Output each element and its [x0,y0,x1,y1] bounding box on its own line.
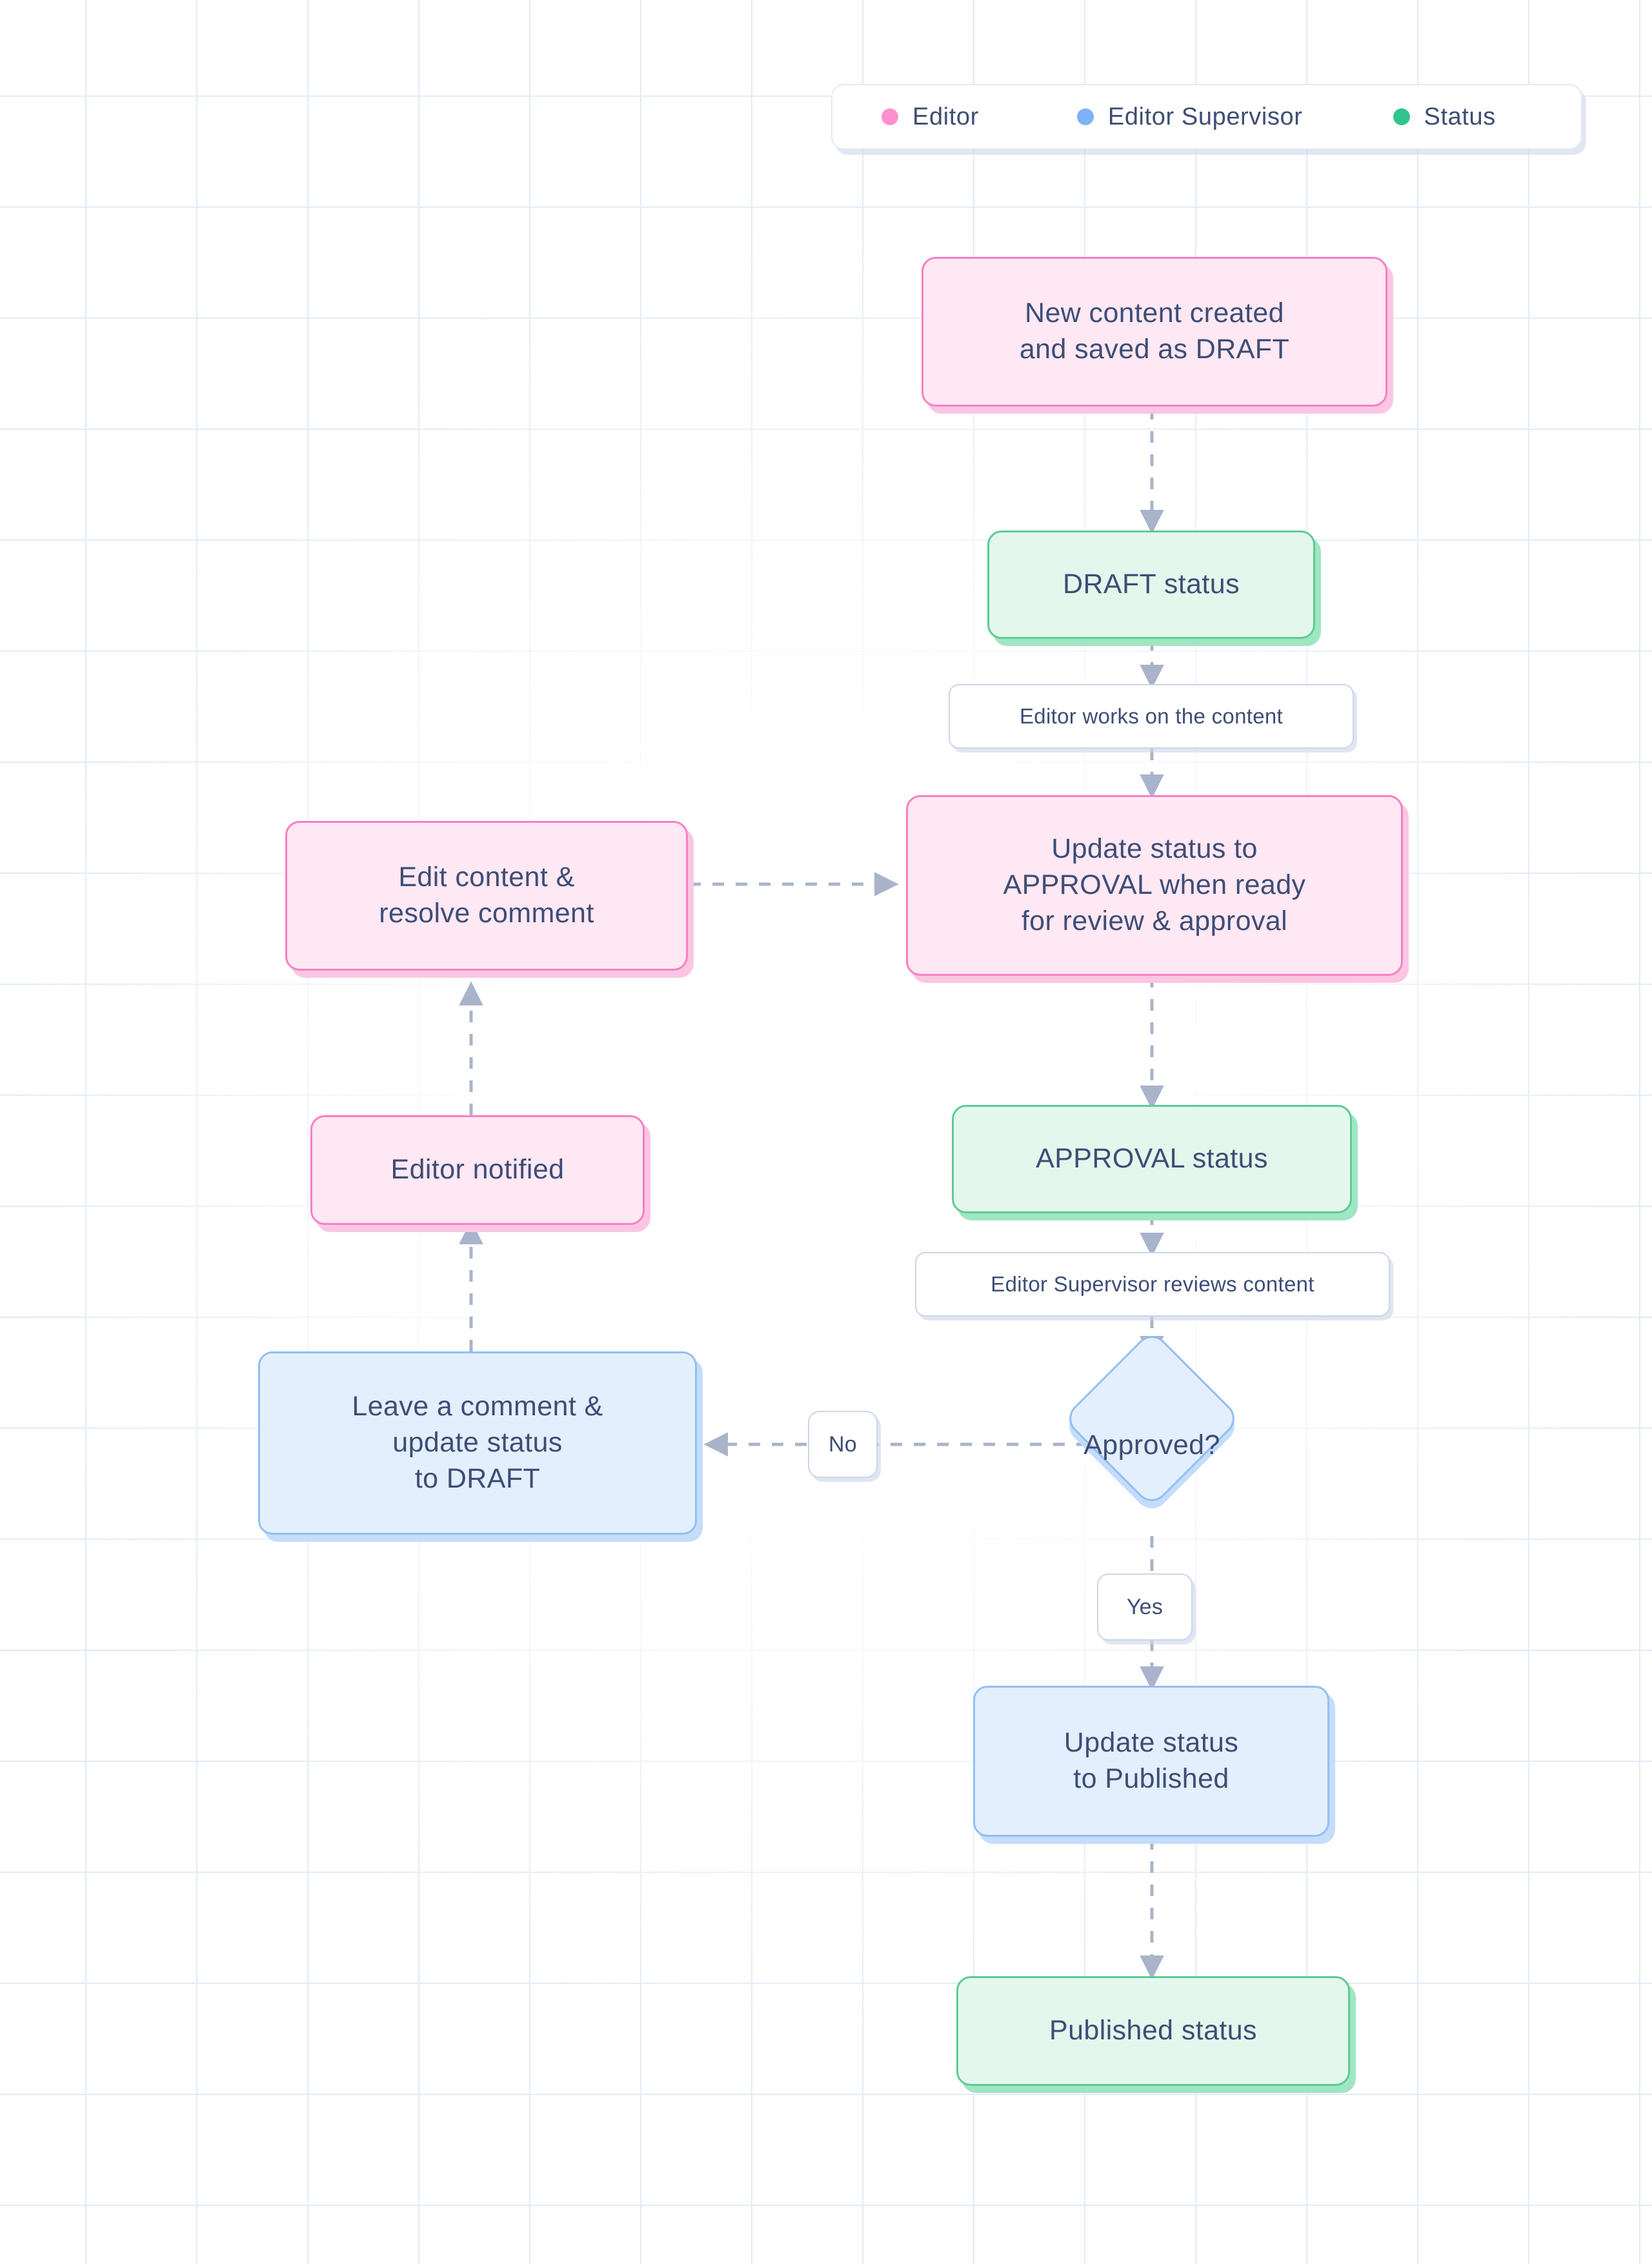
node-text-line: DRAFT status [1062,569,1240,600]
legend-label: Status [1424,103,1496,130]
node-update-status-approval[interactable]: Update status to APPROVAL when ready for… [906,795,1403,976]
legend-item-editor[interactable]: Editor [881,103,979,131]
node-edit-content-resolve[interactable]: Edit content & resolve comment [285,821,688,971]
node-leave-comment-update-draft[interactable]: Leave a comment & update status to DRAFT [258,1351,697,1535]
node-text-line: and saved as DRAFT [1019,334,1290,365]
node-update-status-published[interactable]: Update status to Published [973,1686,1329,1837]
edge-label-yes: Yes [1097,1573,1193,1641]
diamond-shape [1062,1329,1242,1508]
node-text-line: Approved? [1083,1429,1220,1460]
node-published-status[interactable]: Published status [956,1976,1350,2086]
node-approved-label: Approved? [997,1420,1307,1470]
dot-icon [1076,108,1094,125]
node-text-line: APPROVAL when ready [1003,869,1306,901]
node-draft-status[interactable]: DRAFT status [987,531,1315,639]
dot-icon [1393,108,1410,125]
node-text-line: APPROVAL status [1036,1143,1268,1175]
legend-label: Editor [912,103,979,130]
edge-label-supervisor-reviews: Editor Supervisor reviews content [915,1252,1390,1317]
node-text-line: Update status to [1051,833,1258,865]
node-text-line: to DRAFT [414,1462,541,1494]
edge-label-editor-works: Editor works on the content [949,684,1354,749]
node-text-line: for review & approval [1021,905,1288,936]
edge-label-text: Yes [1126,1594,1163,1619]
node-text-line: update status [392,1427,563,1459]
dot-icon [881,108,898,125]
node-text-line: Leave a comment & [352,1391,603,1422]
legend-item-editor-supervisor[interactable]: Editor Supervisor [1076,103,1303,131]
node-text-line: Editor notified [390,1154,565,1186]
edge-label-text: Editor Supervisor reviews content [991,1272,1315,1296]
node-text-line: Published status [1049,2015,1257,2047]
edge-label-no: No [808,1411,878,1478]
node-text-line: New content created [1024,298,1284,329]
node-text-line: to Published [1073,1763,1229,1794]
node-new-content-draft[interactable]: New content created and saved as DRAFT [922,257,1387,407]
legend-item-status[interactable]: Status [1393,103,1496,131]
edge-label-text: Editor works on the content [1020,704,1283,728]
node-approval-status[interactable]: APPROVAL status [952,1105,1352,1213]
node-text-line: Edit content & [398,862,575,893]
node-editor-notified[interactable]: Editor notified [310,1115,645,1225]
edge-label-text: No [828,1431,858,1457]
legend: Editor Editor Supervisor Status [831,84,1582,150]
node-text-line: resolve comment [379,898,594,929]
node-text-line: Update status [1063,1727,1239,1759]
legend-label: Editor Supervisor [1107,103,1303,130]
